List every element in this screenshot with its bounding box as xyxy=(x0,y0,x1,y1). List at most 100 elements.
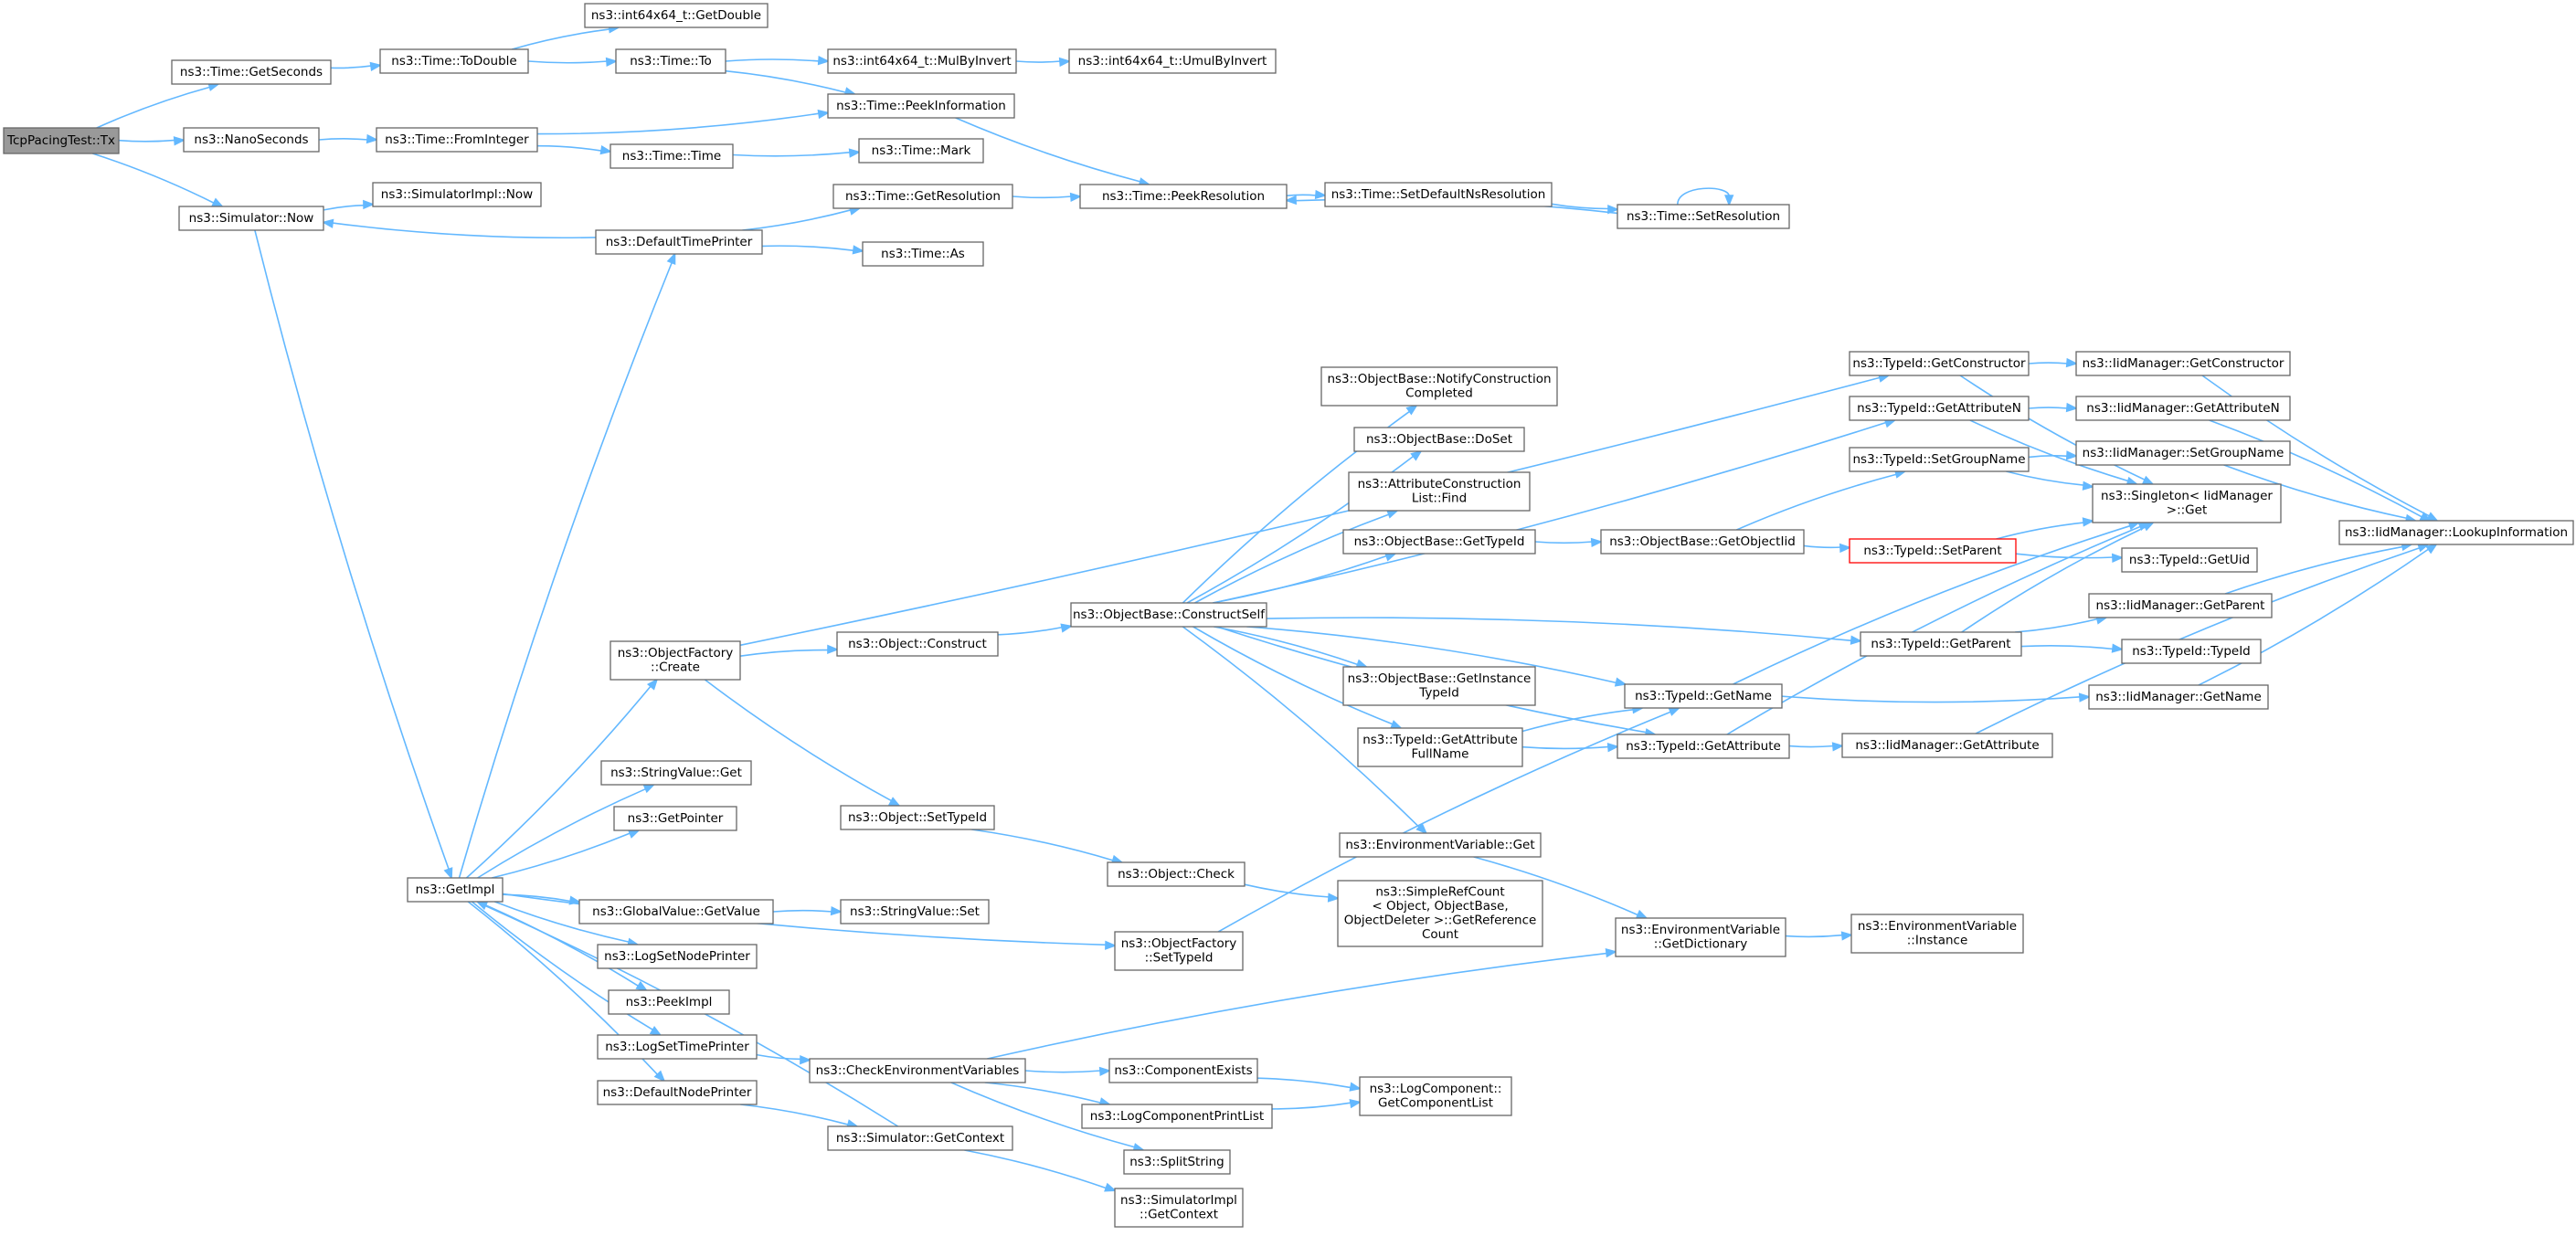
node-compexists[interactable]: ns3::ComponentExists xyxy=(1108,1058,1258,1083)
node-checkenv[interactable]: ns3::CheckEnvironmentVariables xyxy=(809,1058,1026,1083)
node-label: ns3::TypeId::SetGroupName xyxy=(1852,452,2025,467)
node-typeidgetname[interactable]: ns3::TypeId::GetName xyxy=(1624,683,1783,709)
node-peekimpl[interactable]: ns3::PeekImpl xyxy=(608,989,730,1015)
node-label: ns3::Time::GetSeconds xyxy=(180,65,323,79)
node-objcheck[interactable]: ns3::Object::Check xyxy=(1107,861,1246,887)
edge-ofcreate-to-getconstructor xyxy=(739,373,1891,647)
node-getpointer[interactable]: ns3::GetPointer xyxy=(613,806,737,831)
node-getobjectiid[interactable]: ns3::ObjectBase::GetObjectIid xyxy=(1600,529,1805,555)
node-typeidgetattribute[interactable]: ns3::TypeId::GetAttribute xyxy=(1617,734,1790,759)
node-getparent[interactable]: ns3::TypeId::GetParent xyxy=(1860,631,2022,657)
node-nanoseconds[interactable]: ns3::NanoSeconds xyxy=(183,127,320,153)
node-ofsettypeid[interactable]: ns3::ObjectFactory::SetTypeId xyxy=(1114,931,1244,971)
node-stringvalueset[interactable]: ns3::StringValue::Set xyxy=(840,899,990,924)
node-envvarget[interactable]: ns3::EnvironmentVariable::Get xyxy=(1339,832,1542,858)
node-simnow[interactable]: ns3::Simulator::Now xyxy=(178,206,324,231)
node-label: ns3::Simulator::GetContext xyxy=(836,1131,1004,1146)
node-frominteger[interactable]: ns3::Time::FromInteger xyxy=(376,127,538,153)
node-timeto[interactable]: ns3::Time::To xyxy=(615,48,726,74)
node-globalvalue[interactable]: ns3::GlobalValue::GetValue xyxy=(578,899,774,924)
node-box xyxy=(1070,602,1267,628)
node-label: ObjectDeleter >::GetReference xyxy=(1344,914,1537,928)
node-box xyxy=(379,48,529,74)
node-box xyxy=(1849,538,2017,564)
edge-checkenv-to-logcompprint xyxy=(984,1082,1112,1107)
node-iidgetparent[interactable]: ns3::IidManager::GetParent xyxy=(2088,593,2273,618)
node-lookupinfo[interactable]: ns3::IidManager::LookupInformation xyxy=(2338,520,2574,545)
node-singletonget[interactable]: ns3::Singleton< IidManager >::Get xyxy=(2092,483,2282,523)
node-constructself[interactable]: ns3::ObjectBase::ConstructSelf xyxy=(1070,602,1267,628)
node-setdefaultns[interactable]: ns3::Time::SetDefaultNsResolution xyxy=(1324,182,1553,207)
node-todouble[interactable]: ns3::Time::ToDouble xyxy=(379,48,529,74)
node-typeidgetuid[interactable]: ns3::TypeId::GetUid xyxy=(2121,547,2258,573)
node-label: ns3::Time::PeekResolution xyxy=(1102,189,1265,204)
node-simimplgetcontext[interactable]: ns3::SimulatorImpl::GetContext xyxy=(1114,1188,1244,1228)
node-setparent[interactable]: ns3::TypeId::SetParent xyxy=(1849,538,2017,564)
edge-constructself-to-attrconstrfind xyxy=(1194,509,1399,604)
node-iidgetname[interactable]: ns3::IidManager::GetName xyxy=(2088,684,2269,710)
node-getseconds[interactable]: ns3::Time::GetSeconds xyxy=(171,59,332,85)
node-box xyxy=(1357,727,1523,767)
node-iidgetattributen[interactable]: ns3::IidManager::GetAttributeN xyxy=(2075,396,2291,421)
node-peekresolution[interactable]: ns3::Time::PeekResolution xyxy=(1079,184,1288,209)
node-getdouble[interactable]: ns3::int64x64_t::GetDouble xyxy=(584,3,769,28)
node-notifyconstr[interactable]: ns3::ObjectBase::NotifyConstructionCompl… xyxy=(1320,366,1558,407)
node-label: ns3::Singleton< IidManager xyxy=(2101,489,2273,503)
node-iidgetconstructor[interactable]: ns3::IidManager::GetConstructor xyxy=(2075,351,2291,376)
node-doset[interactable]: ns3::ObjectBase::DoSet xyxy=(1353,427,1525,452)
node-box xyxy=(1081,1104,1273,1129)
node-objconstruct[interactable]: ns3::Object::Construct xyxy=(836,631,999,657)
node-box xyxy=(600,760,752,786)
edge-compexists-to-logcompgetlist xyxy=(1256,1077,1362,1092)
node-logsettime[interactable]: ns3::LogSetTimePrinter xyxy=(597,1034,758,1060)
node-simimplnow[interactable]: ns3::SimulatorImpl::Now xyxy=(372,182,542,207)
node-simgetcontext[interactable]: ns3::Simulator::GetContext xyxy=(827,1125,1013,1151)
node-typeidtypeid[interactable]: ns3::TypeId::TypeId xyxy=(2121,639,2262,664)
node-mark[interactable]: ns3::Time::Mark xyxy=(858,138,984,164)
node-simplerefcount[interactable]: ns3::SimpleRefCount< Object, ObjectBase,… xyxy=(1337,880,1543,947)
node-getimpl[interactable]: ns3::GetImpl xyxy=(407,877,504,903)
node-label: ns3::SplitString xyxy=(1129,1155,1224,1169)
node-logcompgetlist[interactable]: ns3::LogComponent::GetComponentList xyxy=(1359,1076,1512,1116)
node-envinstance[interactable]: ns3::EnvironmentVariable::Instance xyxy=(1850,914,2024,954)
node-mulbyinvert[interactable]: ns3::int64x64_t::MulByInvert xyxy=(827,48,1017,74)
node-label: ns3::GlobalValue::GetValue xyxy=(592,904,760,919)
edge-todouble-to-timeto xyxy=(527,57,619,68)
node-objbasegettypeid[interactable]: ns3::ObjectBase::GetTypeId xyxy=(1342,529,1536,555)
node-label: ns3::Time::As xyxy=(881,247,965,261)
node-timetime[interactable]: ns3::Time::Time xyxy=(610,143,734,169)
node-logcompprint[interactable]: ns3::LogComponentPrintList xyxy=(1081,1104,1273,1129)
node-getresolution[interactable]: ns3::Time::GetResolution xyxy=(832,184,1013,209)
node-dtp[interactable]: ns3::DefaultTimePrinter xyxy=(595,229,763,255)
node-iidsetgroupname[interactable]: ns3::IidManager::SetGroupName xyxy=(2075,440,2291,466)
node-defnodeprinter[interactable]: ns3::DefaultNodePrinter xyxy=(597,1080,758,1105)
node-iidgetattribute[interactable]: ns3::IidManager::GetAttribute xyxy=(1841,733,2053,758)
node-timeas[interactable]: ns3::Time::As xyxy=(862,241,984,267)
node-label: ns3::LogSetTimePrinter xyxy=(605,1040,749,1054)
node-getconstructor[interactable]: ns3::TypeId::GetConstructor xyxy=(1849,351,2030,376)
edge-getparent-to-typeidtypeid xyxy=(2020,643,2125,653)
edge-tx-to-getseconds xyxy=(96,81,221,129)
node-ofcreate[interactable]: ns3::ObjectFactory::Create xyxy=(610,640,741,681)
node-getattributen[interactable]: ns3::TypeId::GetAttributeN xyxy=(1849,396,2030,421)
edge-getobjectiid-to-setgroupname xyxy=(1736,469,1907,531)
node-setgroupname[interactable]: ns3::TypeId::SetGroupName xyxy=(1849,447,2030,472)
node-logsetnode[interactable]: ns3::LogSetNodePrinter xyxy=(597,944,758,969)
node-box xyxy=(1849,396,2030,421)
edge-globalvalue-to-stringvalueset xyxy=(772,905,843,916)
node-box xyxy=(183,127,320,153)
node-stringvalueget[interactable]: ns3::StringValue::Get xyxy=(600,760,752,786)
node-setresolution[interactable]: ns3::Time::SetResolution xyxy=(1617,204,1790,229)
node-peekinfo[interactable]: ns3::Time::PeekInformation xyxy=(827,93,1015,119)
node-splitstring[interactable]: ns3::SplitString xyxy=(1123,1149,1231,1175)
node-umulbyinvert[interactable]: ns3::int64x64_t::UmulByInvert xyxy=(1068,48,1277,74)
node-envgetdict[interactable]: ns3::EnvironmentVariable::GetDictionary xyxy=(1615,917,1786,957)
node-objsettypeid[interactable]: ns3::Object::SetTypeId xyxy=(840,805,995,830)
node-box xyxy=(1108,1058,1258,1083)
node-tx[interactable]: TcpPacingTest::Tx xyxy=(3,127,120,154)
node-box xyxy=(2092,483,2282,523)
node-box xyxy=(1339,832,1542,858)
